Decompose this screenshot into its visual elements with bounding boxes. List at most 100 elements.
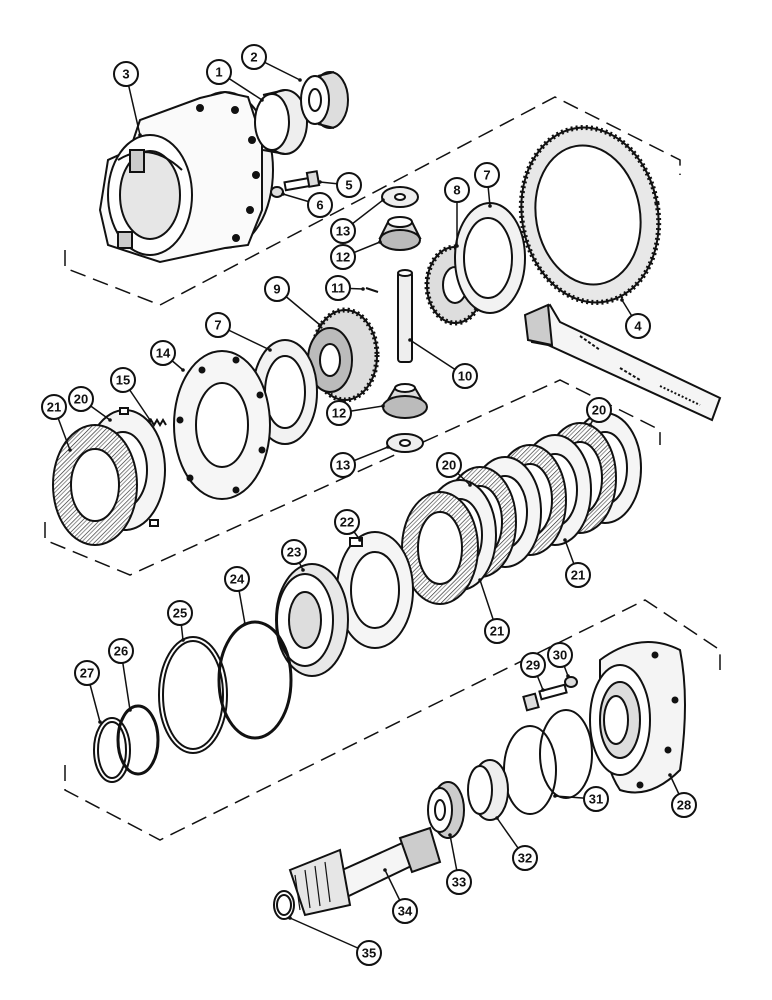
piston-seal-inner: [116, 704, 160, 776]
callout-leader-tip: [495, 816, 499, 820]
callout-layer: 1234567789101112121313141520202021212122…: [41, 44, 697, 966]
callout-number: 21: [490, 624, 504, 639]
callout-circle: [356, 940, 382, 966]
callout-20: 20: [68, 386, 112, 422]
callout-circle: [565, 562, 591, 588]
clutch-housing: [589, 641, 686, 794]
callout-34: 34: [383, 868, 418, 924]
callout-leader-tip: [620, 298, 624, 302]
callout-32: 32: [495, 816, 538, 871]
callout-26: 26: [108, 638, 134, 712]
callout-13: 13: [330, 198, 385, 244]
callout-circle: [330, 244, 356, 270]
callout-circle: [206, 59, 232, 85]
callout-number: 33: [452, 875, 466, 890]
callout-number: 12: [336, 250, 350, 265]
bolt-washer: [270, 186, 284, 198]
callout-circle: [108, 638, 134, 664]
callout-circle: [264, 276, 290, 302]
callout-leader-tip: [448, 833, 452, 837]
callout-leader-tip: [488, 204, 492, 208]
callout-leader-tip: [468, 483, 472, 487]
callout-circle: [444, 177, 470, 203]
callout-13: 13: [330, 445, 390, 478]
callout-number: 26: [114, 644, 128, 659]
callout-circle: [512, 845, 538, 871]
callout-circle: [241, 44, 267, 70]
callout-12: 12: [326, 400, 385, 426]
callout-15: 15: [110, 367, 152, 422]
callout-circle: [110, 367, 136, 393]
callout-number: 6: [316, 198, 323, 213]
callout-circle: [74, 660, 100, 686]
callout-circle: [446, 869, 472, 895]
callout-number: 15: [116, 373, 130, 388]
callout-circle: [520, 652, 546, 678]
ring-gear: [518, 125, 662, 305]
callout-number: 30: [553, 648, 567, 663]
callout-leader-tip: [541, 688, 545, 692]
callout-circle: [307, 192, 333, 218]
pinion-gear-lower: [382, 383, 428, 419]
pinion-shaft: [523, 303, 722, 422]
callout-24: 24: [224, 566, 250, 626]
callout-leader-tip: [358, 538, 362, 542]
bolt-washer-lower: [564, 676, 578, 688]
callout-leader-tip: [98, 720, 102, 724]
friction-disc-left: [52, 424, 138, 546]
callout-circle: [281, 539, 307, 565]
callout-number: 10: [458, 369, 472, 384]
callout-4: 4: [620, 298, 651, 339]
callout-8: 8: [444, 177, 470, 248]
callout-circle: [68, 386, 94, 412]
housing-bolt-lower: [522, 683, 568, 712]
callout-leader-tip: [128, 708, 132, 712]
pinion-cross-shaft: [397, 269, 413, 363]
callout-31: 31: [553, 786, 609, 812]
callout-number: 13: [336, 458, 350, 473]
callout-leader-tip: [301, 568, 305, 572]
callout-leader-tip: [566, 674, 570, 678]
backing-plate: [336, 531, 414, 649]
bearing-cup-lower: [467, 759, 509, 821]
callout-leader-tip: [383, 868, 387, 872]
callout-number: 20: [74, 392, 88, 407]
callout-leader-tip: [298, 78, 302, 82]
callout-number: 4: [634, 319, 642, 334]
side-gear-left: [307, 307, 380, 403]
callout-number: 3: [122, 67, 129, 82]
callout-leader-tip: [588, 423, 592, 427]
callout-number: 14: [156, 346, 171, 361]
callout-7: 7: [205, 312, 272, 352]
callout-number: 23: [287, 545, 301, 560]
callout-9: 9: [264, 276, 322, 327]
callout-circle: [452, 363, 478, 389]
callout-23: 23: [281, 539, 307, 572]
side-gear-thrust-washer-right: [454, 202, 526, 314]
callout-leader-tip: [138, 133, 142, 137]
callout-leader-tip: [148, 418, 152, 422]
callout-21: 21: [563, 538, 591, 588]
piston-seal-outer: [217, 620, 293, 740]
bearing-cup: [254, 89, 308, 155]
backup-ring: [93, 717, 131, 783]
callout-circle: [113, 61, 139, 87]
differential-housing: [98, 90, 274, 264]
callout-1: 1: [206, 59, 264, 102]
callout-leader-tip: [378, 240, 382, 244]
callout-35: 35: [288, 916, 382, 966]
callout-leader-tip: [668, 773, 672, 777]
piston-seal-ring: [158, 636, 228, 754]
callout-number: 24: [230, 572, 245, 587]
callout-number: 12: [332, 406, 346, 421]
callout-circle: [436, 452, 462, 478]
group-outline-upper: [64, 96, 681, 306]
output-shaft: [288, 826, 442, 917]
callout-leader-tip: [243, 622, 247, 626]
callout-leader-tip: [260, 98, 264, 102]
callout-number: 13: [336, 224, 350, 239]
callout-circle: [325, 275, 351, 301]
callout-12: 12: [330, 240, 382, 270]
callout-leader-tip: [181, 638, 185, 642]
